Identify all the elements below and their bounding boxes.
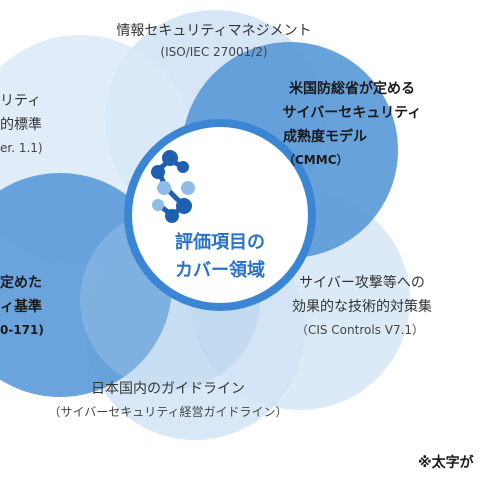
petal-bottom-sub: （サイバーセキュリティ経営ガイドライン）	[48, 405, 288, 419]
petal-top-right-line2: サイバーセキュリティ	[282, 105, 422, 121]
petal-top-title: 情報セキュリティマネジメント	[116, 23, 312, 39]
center-disk	[124, 119, 316, 311]
petal-bottom-title: 日本国内のガイドライン	[91, 381, 245, 397]
petal-top-right-sub: （CMMC）	[283, 153, 349, 167]
petal-left-line3: 0-171)	[0, 323, 44, 337]
petal-top-left-line1: リティ	[0, 93, 42, 109]
petal-top-right-line1: 米国防総省が定める	[289, 81, 415, 97]
petal-top-left-line2: 的標準	[0, 117, 42, 133]
petal-left-line2: ィ基準	[0, 299, 42, 315]
molecule-s-logo-icon	[151, 150, 195, 223]
petal-top-left-line3: er. 1.1)	[0, 141, 43, 155]
petal-top-sub: (ISO/IEC 27001/2)	[160, 45, 268, 59]
footnote: ※太字が	[418, 455, 474, 471]
petal-bottom-right-line1: サイバー攻撃等への	[299, 275, 425, 291]
petal-bottom-right-sub: （CIS Controls V7.1）	[295, 323, 425, 337]
center-label-line2: カバー領域	[175, 260, 265, 281]
center-label-line1: 評価項目の	[175, 232, 265, 253]
petal-left-line1: 定めた	[0, 275, 42, 291]
petal-bottom-right-line2: 効果的な技術的対策集	[292, 299, 432, 315]
petal-top-right-line3: 成熟度モデル	[283, 129, 367, 145]
